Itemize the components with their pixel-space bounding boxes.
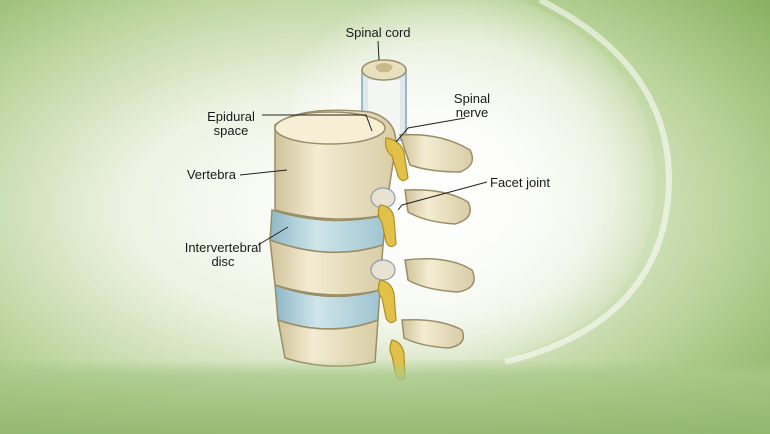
- spinal-nerves: [377, 137, 409, 381]
- spinal-cord-shape: [361, 59, 407, 141]
- leader-intervertebral-disc: [257, 226, 289, 246]
- leader-facet-joint: [397, 181, 488, 211]
- label-intervertebral-disc: Intervertebral disc: [184, 240, 262, 269]
- leader-epidural-space: [262, 114, 373, 132]
- label-spinal-cord: Spinal cord: [345, 25, 411, 40]
- bottom-fade: [0, 360, 770, 434]
- label-facet-joint: Facet joint: [490, 175, 550, 190]
- facet-joint-shapes: [370, 187, 396, 281]
- leader-lines: [239, 40, 488, 246]
- background-arc: [504, 0, 672, 365]
- label-vertebra: Vertebra: [186, 167, 236, 182]
- leader-spinal-cord: [377, 40, 380, 61]
- vertebral-bodies: [269, 109, 397, 367]
- spinous-processes: [398, 133, 475, 349]
- leader-spinal-nerve: [395, 117, 466, 143]
- label-spinal-nerve: Spinal nerve: [453, 91, 491, 120]
- leader-vertebra: [239, 169, 288, 176]
- label-epidural-space: Epidural space: [207, 109, 255, 138]
